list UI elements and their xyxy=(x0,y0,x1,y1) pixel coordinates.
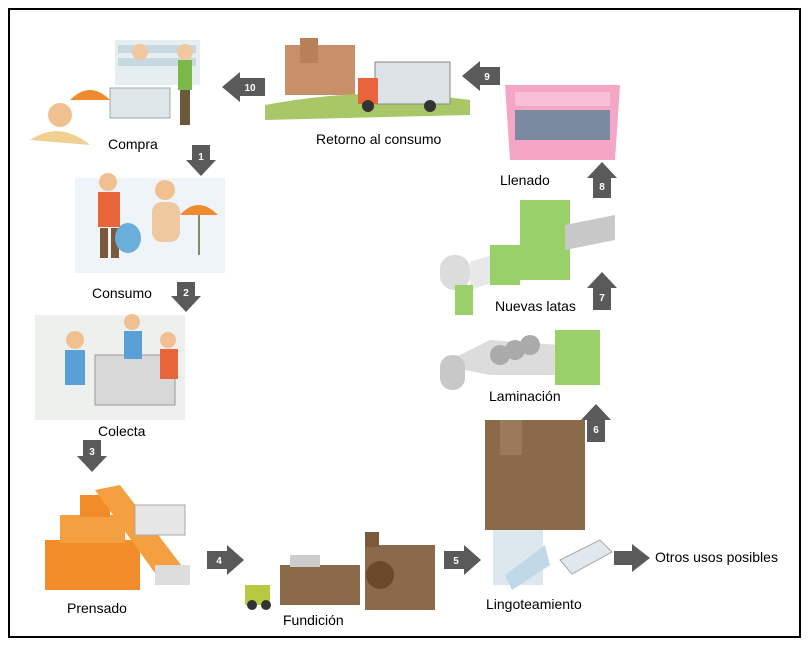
stage-label-fundicion: Fundición xyxy=(283,612,344,628)
stage-label-llenado: Llenado xyxy=(500,172,550,188)
llenado-illustration xyxy=(505,85,620,160)
step-arrow-7: 7 xyxy=(587,272,617,310)
retorno-illustration xyxy=(265,38,470,120)
step-number-3: 3 xyxy=(89,447,95,458)
consumo-illustration xyxy=(75,173,225,273)
step-number-6: 6 xyxy=(593,425,599,436)
stage-label-retorno: Retorno al consumo xyxy=(316,131,442,147)
step-arrow-5: 5 xyxy=(444,545,481,575)
step-arrow-4: 4 xyxy=(207,545,244,575)
stage-label-nuevas-latas: Nuevas latas xyxy=(495,298,576,314)
stage-label-prensado: Prensado xyxy=(67,600,127,616)
laminacion-illustration xyxy=(440,330,600,390)
stage-label-compra: Compra xyxy=(108,136,158,152)
nuevas-latas-illustration xyxy=(440,200,615,315)
prensado-illustration xyxy=(45,485,190,590)
side-output-arrow xyxy=(614,544,650,572)
step-number-10: 10 xyxy=(244,83,256,94)
lingoteamiento-illustration xyxy=(485,420,613,590)
step-arrow-9: 9 xyxy=(462,61,500,91)
step-arrow-8: 8 xyxy=(587,162,617,198)
step-number-7: 7 xyxy=(599,293,605,304)
fundicion-illustration xyxy=(245,532,435,610)
step-arrow-10: 10 xyxy=(222,72,265,102)
step-arrow-1: 1 xyxy=(186,145,216,176)
step-arrow-3: 3 xyxy=(77,440,107,472)
side-output-label: Otros usos posibles xyxy=(655,549,778,565)
step-number-8: 8 xyxy=(599,182,605,193)
step-number-9: 9 xyxy=(484,72,490,83)
step-arrow-6: 6 xyxy=(581,404,611,442)
colecta-illustration xyxy=(35,314,185,420)
step-number-5: 5 xyxy=(453,556,459,567)
step-number-4: 4 xyxy=(216,556,222,567)
stage-label-lingoteamiento: Lingoteamiento xyxy=(486,596,582,612)
step-number-2: 2 xyxy=(183,288,189,299)
stage-label-colecta: Colecta xyxy=(98,423,146,439)
step-number-1: 1 xyxy=(198,152,204,163)
stage-label-laminacion: Laminación xyxy=(489,388,561,404)
step-arrow-2: 2 xyxy=(171,282,201,312)
stage-label-consumo: Consumo xyxy=(92,285,152,301)
compra-illustration xyxy=(30,40,200,145)
